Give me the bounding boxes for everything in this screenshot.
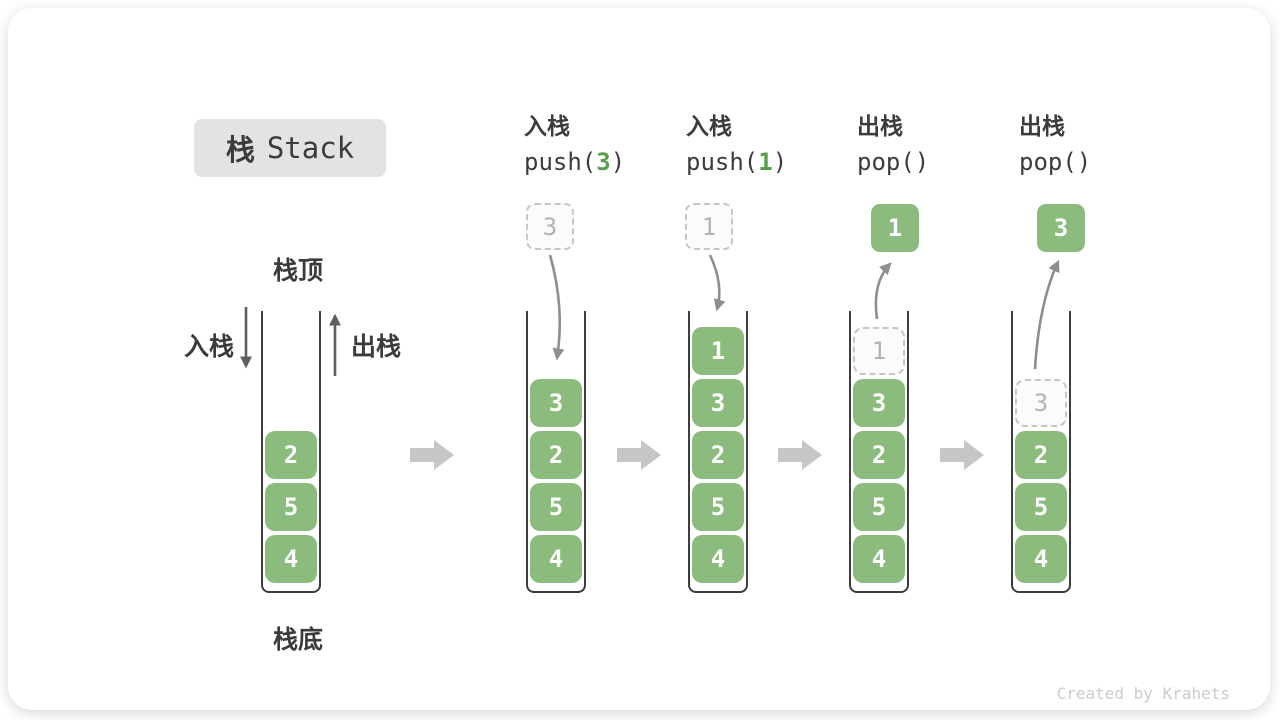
op-label: 入栈 xyxy=(524,113,570,139)
stack-block: 2 xyxy=(1015,431,1067,479)
title-en: Stack xyxy=(266,131,355,165)
stack-block: 1 xyxy=(692,327,744,375)
title-zh: 栈 xyxy=(225,135,255,167)
title-box: 栈 Stack xyxy=(194,119,386,177)
push-direction-label: 入栈 xyxy=(184,333,235,361)
stack-block: 2 xyxy=(530,431,582,479)
stack-block: 3 xyxy=(853,379,905,427)
stack-block: 4 xyxy=(1015,535,1067,583)
popped-block: 3 xyxy=(1037,204,1085,252)
ghost-block: 3 xyxy=(1015,379,1067,427)
stack-block: 5 xyxy=(530,483,582,531)
incoming-block: 1 xyxy=(685,203,733,250)
op-label: 出栈 xyxy=(1019,113,1065,139)
stack-block: 2 xyxy=(692,431,744,479)
credit-text: Created by Krahets xyxy=(1056,684,1230,703)
stack-block: 5 xyxy=(853,483,905,531)
op-code-arg: 3 xyxy=(596,148,611,176)
stack-container-after-push3: 3 2 5 4 xyxy=(526,311,586,593)
stack-block: 5 xyxy=(1015,483,1067,531)
stack-block: 4 xyxy=(265,535,317,583)
incoming-block: 3 xyxy=(526,203,574,250)
stack-container-after-push1: 1 3 2 5 4 xyxy=(688,311,748,593)
stack-top-label: 栈顶 xyxy=(272,257,323,285)
stack-block: 3 xyxy=(692,379,744,427)
step-arrow-icon xyxy=(410,440,454,470)
ghost-block: 1 xyxy=(853,327,905,375)
stack-bottom-label: 栈底 xyxy=(272,626,323,654)
stack-block: 4 xyxy=(530,535,582,583)
op-code: push(3) xyxy=(524,148,626,176)
stack-block: 2 xyxy=(853,431,905,479)
stack-block: 5 xyxy=(692,483,744,531)
op-code: push(1) xyxy=(686,148,788,176)
op-label: 入栈 xyxy=(686,113,732,139)
stack-block: 3 xyxy=(530,379,582,427)
op-code: pop() xyxy=(1019,148,1092,176)
stack-container-after-pop3: 3 2 5 4 xyxy=(1011,311,1071,593)
step-arrow-icon xyxy=(940,440,984,470)
op-label: 出栈 xyxy=(857,113,903,139)
step-arrow-icon xyxy=(778,440,822,470)
op-header-push1: 入栈 push(1) xyxy=(686,112,846,177)
stack-block: 2 xyxy=(265,431,317,479)
stack-container-after-pop1: 1 3 2 5 4 xyxy=(849,311,909,593)
op-header-pop3: 出栈 pop() xyxy=(1019,112,1179,177)
stack-block: 5 xyxy=(265,483,317,531)
popped-block: 1 xyxy=(871,204,919,252)
stack-block: 4 xyxy=(692,535,744,583)
pop-direction-label: 出栈 xyxy=(351,333,402,361)
op-code-arg: 1 xyxy=(758,148,773,176)
op-header-push3: 入栈 push(3) xyxy=(524,112,684,177)
op-code: pop() xyxy=(857,148,930,176)
stack-block: 4 xyxy=(853,535,905,583)
op-header-pop1: 出栈 pop() xyxy=(857,112,1017,177)
diagram-card: 栈 Stack 栈顶 栈底 入栈 出栈 入栈 push(3) 入栈 push(1… xyxy=(8,8,1270,710)
step-arrow-icon xyxy=(617,440,661,470)
stack-container-initial: 2 5 4 xyxy=(261,311,321,593)
push1-motion-arrow-icon xyxy=(708,254,726,312)
